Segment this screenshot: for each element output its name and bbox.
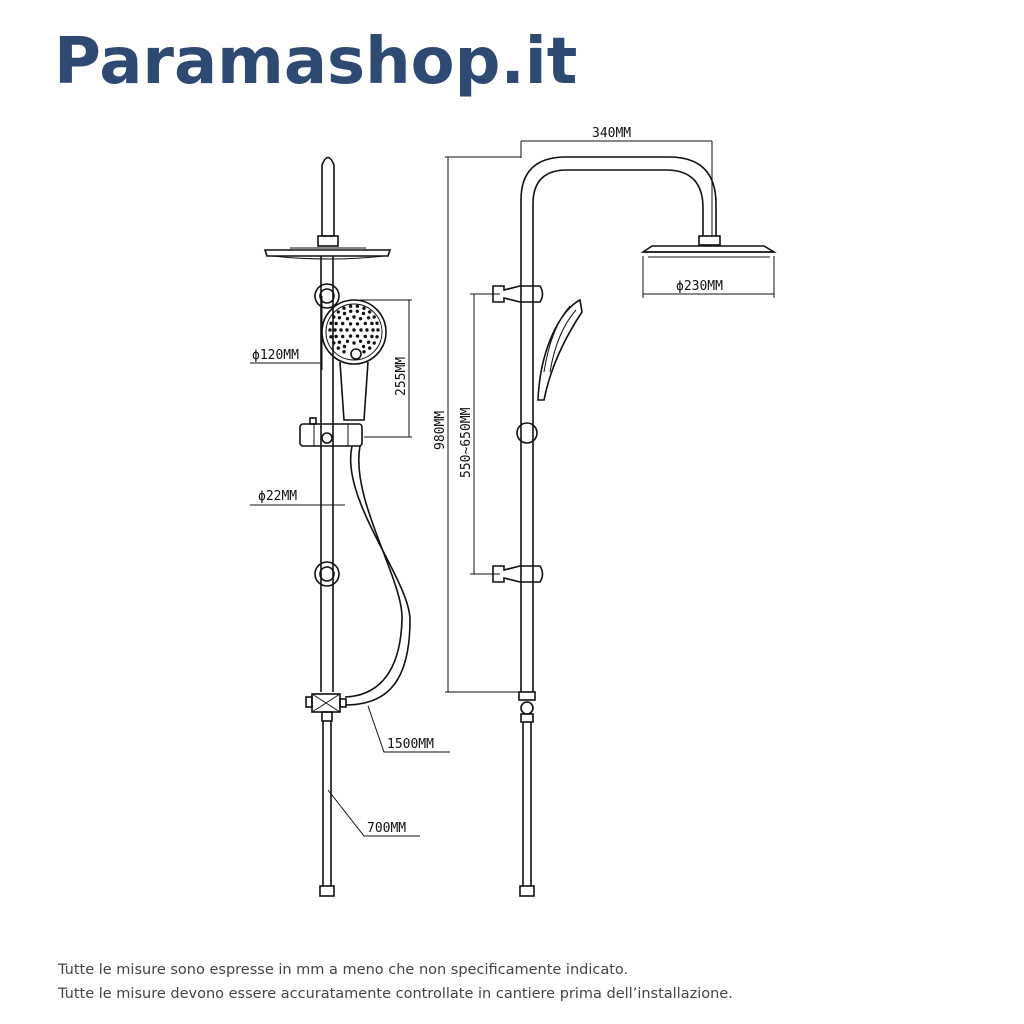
nozzle-dot: [355, 322, 360, 326]
nozzle-dot: [371, 328, 375, 332]
side-view: [492, 156, 777, 897]
nozzle-dot: [352, 328, 356, 332]
rail-diameter-label: ϕ22MM: [258, 489, 297, 504]
hose-length-label: 1500MM: [387, 737, 434, 752]
nozzle-dot: [332, 315, 336, 319]
side-hand-shower: [537, 298, 583, 401]
nozzle-dot: [358, 339, 363, 343]
side-arm-outer: [520, 156, 717, 692]
nozzle-dot: [375, 321, 379, 325]
nozzle-dot: [376, 328, 380, 332]
note-line-2: Tutte le misure devono essere accuratame…: [58, 986, 733, 1002]
nozzle-dot: [334, 321, 338, 326]
nozzle-dot: [368, 346, 372, 350]
nozzle-dot: [368, 310, 372, 314]
nozzle-dot: [358, 317, 363, 321]
nozzle-dot: [348, 334, 353, 338]
nozzle-dot: [352, 341, 356, 345]
side-slider-knob: [516, 422, 538, 444]
nozzle-dot: [341, 334, 345, 339]
nozzle-dot: [361, 344, 366, 349]
nozzle-dot: [337, 316, 342, 320]
nozzle-dot: [372, 315, 376, 319]
side-upper-bracket: [492, 285, 544, 303]
nozzle-dot: [328, 328, 332, 332]
side-lower-fitting: [519, 885, 535, 897]
nozzle-dot: [349, 309, 353, 313]
total-height-label: 980MM: [433, 411, 448, 450]
front-head-connector: [317, 235, 339, 247]
front-top-pipe: [321, 156, 335, 237]
nozzle-dot: [336, 310, 340, 314]
hand-shower-diameter-label: ϕ120MM: [252, 348, 299, 363]
nozzle-dot: [336, 346, 340, 350]
nozzle-dot: [361, 311, 366, 316]
side-lower-bracket: [492, 565, 544, 583]
hand-shower-handle: [339, 361, 369, 421]
measurement-notes: Tutte le misure sono espresse in mm a me…: [58, 958, 733, 1006]
nozzle-dot: [341, 321, 345, 326]
hand-shower-nozzles: [328, 304, 380, 354]
front-view: [263, 156, 411, 897]
nozzle-dot: [345, 317, 350, 321]
nozzle-dot: [334, 334, 338, 339]
nozzle-dot: [329, 335, 333, 339]
nozzle-dot: [375, 335, 379, 339]
nozzle-dot: [348, 304, 353, 308]
front-hose: [344, 445, 411, 706]
nozzle-dot: [363, 334, 367, 339]
nozzle-dot: [370, 334, 374, 339]
hand-shower-face: [321, 299, 387, 365]
overhead-arm-length-label: 340MM: [592, 126, 631, 141]
nozzle-dot: [372, 341, 376, 345]
nozzle-dot: [355, 334, 360, 338]
brand-logo-text: Paramashop.it: [54, 25, 578, 99]
nozzle-dot: [362, 306, 366, 310]
front-lower-bracket: [314, 561, 340, 587]
front-slider-holder: [299, 423, 363, 447]
nozzle-dot: [345, 328, 349, 332]
nozzle-dot: [355, 304, 360, 308]
nozzle-dot: [345, 339, 350, 343]
nozzle-dot: [365, 328, 369, 332]
nozzle-dot: [332, 341, 336, 345]
nozzle-dot: [362, 350, 366, 354]
nozzle-dot: [366, 316, 371, 320]
front-overhead-head-underside: [271, 255, 385, 260]
lower-pipe-length-label: 700MM: [367, 821, 406, 836]
overhead-head-diameter-label: ϕ230MM: [676, 279, 723, 294]
slide-range-label: 550~650MM: [459, 407, 474, 478]
nozzle-dot: [329, 321, 333, 325]
hand-shower-mode-button: [350, 348, 362, 360]
side-head-connector: [698, 235, 721, 246]
nozzle-dot: [342, 350, 346, 354]
nozzle-dot: [342, 344, 347, 349]
note-line-1: Tutte le misure sono espresse in mm a me…: [58, 962, 629, 978]
nozzle-dot: [337, 340, 342, 344]
nozzle-dot: [366, 340, 371, 344]
nozzle-dot: [355, 309, 359, 313]
nozzle-dot: [352, 315, 356, 319]
front-overhead-head: [263, 249, 392, 257]
side-overhead-head: [640, 245, 777, 253]
nozzle-dot: [363, 321, 367, 326]
nozzle-dot: [342, 306, 346, 310]
nozzle-dot: [342, 311, 347, 316]
side-arm-inner: [532, 169, 704, 692]
nozzle-dot: [339, 328, 343, 332]
nozzle-dot: [370, 321, 374, 326]
hand-shower-length-label: 255MM: [394, 357, 409, 396]
nozzle-dot: [348, 322, 353, 326]
front-upper-bracket: [314, 283, 340, 309]
nozzle-dot: [333, 328, 337, 332]
side-diverter: [520, 701, 534, 715]
nozzle-dot: [359, 328, 363, 332]
side-view-dimensions: 340MM ϕ230MM 980MM 550~650MM: [433, 126, 775, 693]
front-lower-fitting: [319, 885, 335, 897]
front-view-dimensions: ϕ120MM 255MM ϕ22MM 1500MM 700MM: [250, 296, 450, 837]
